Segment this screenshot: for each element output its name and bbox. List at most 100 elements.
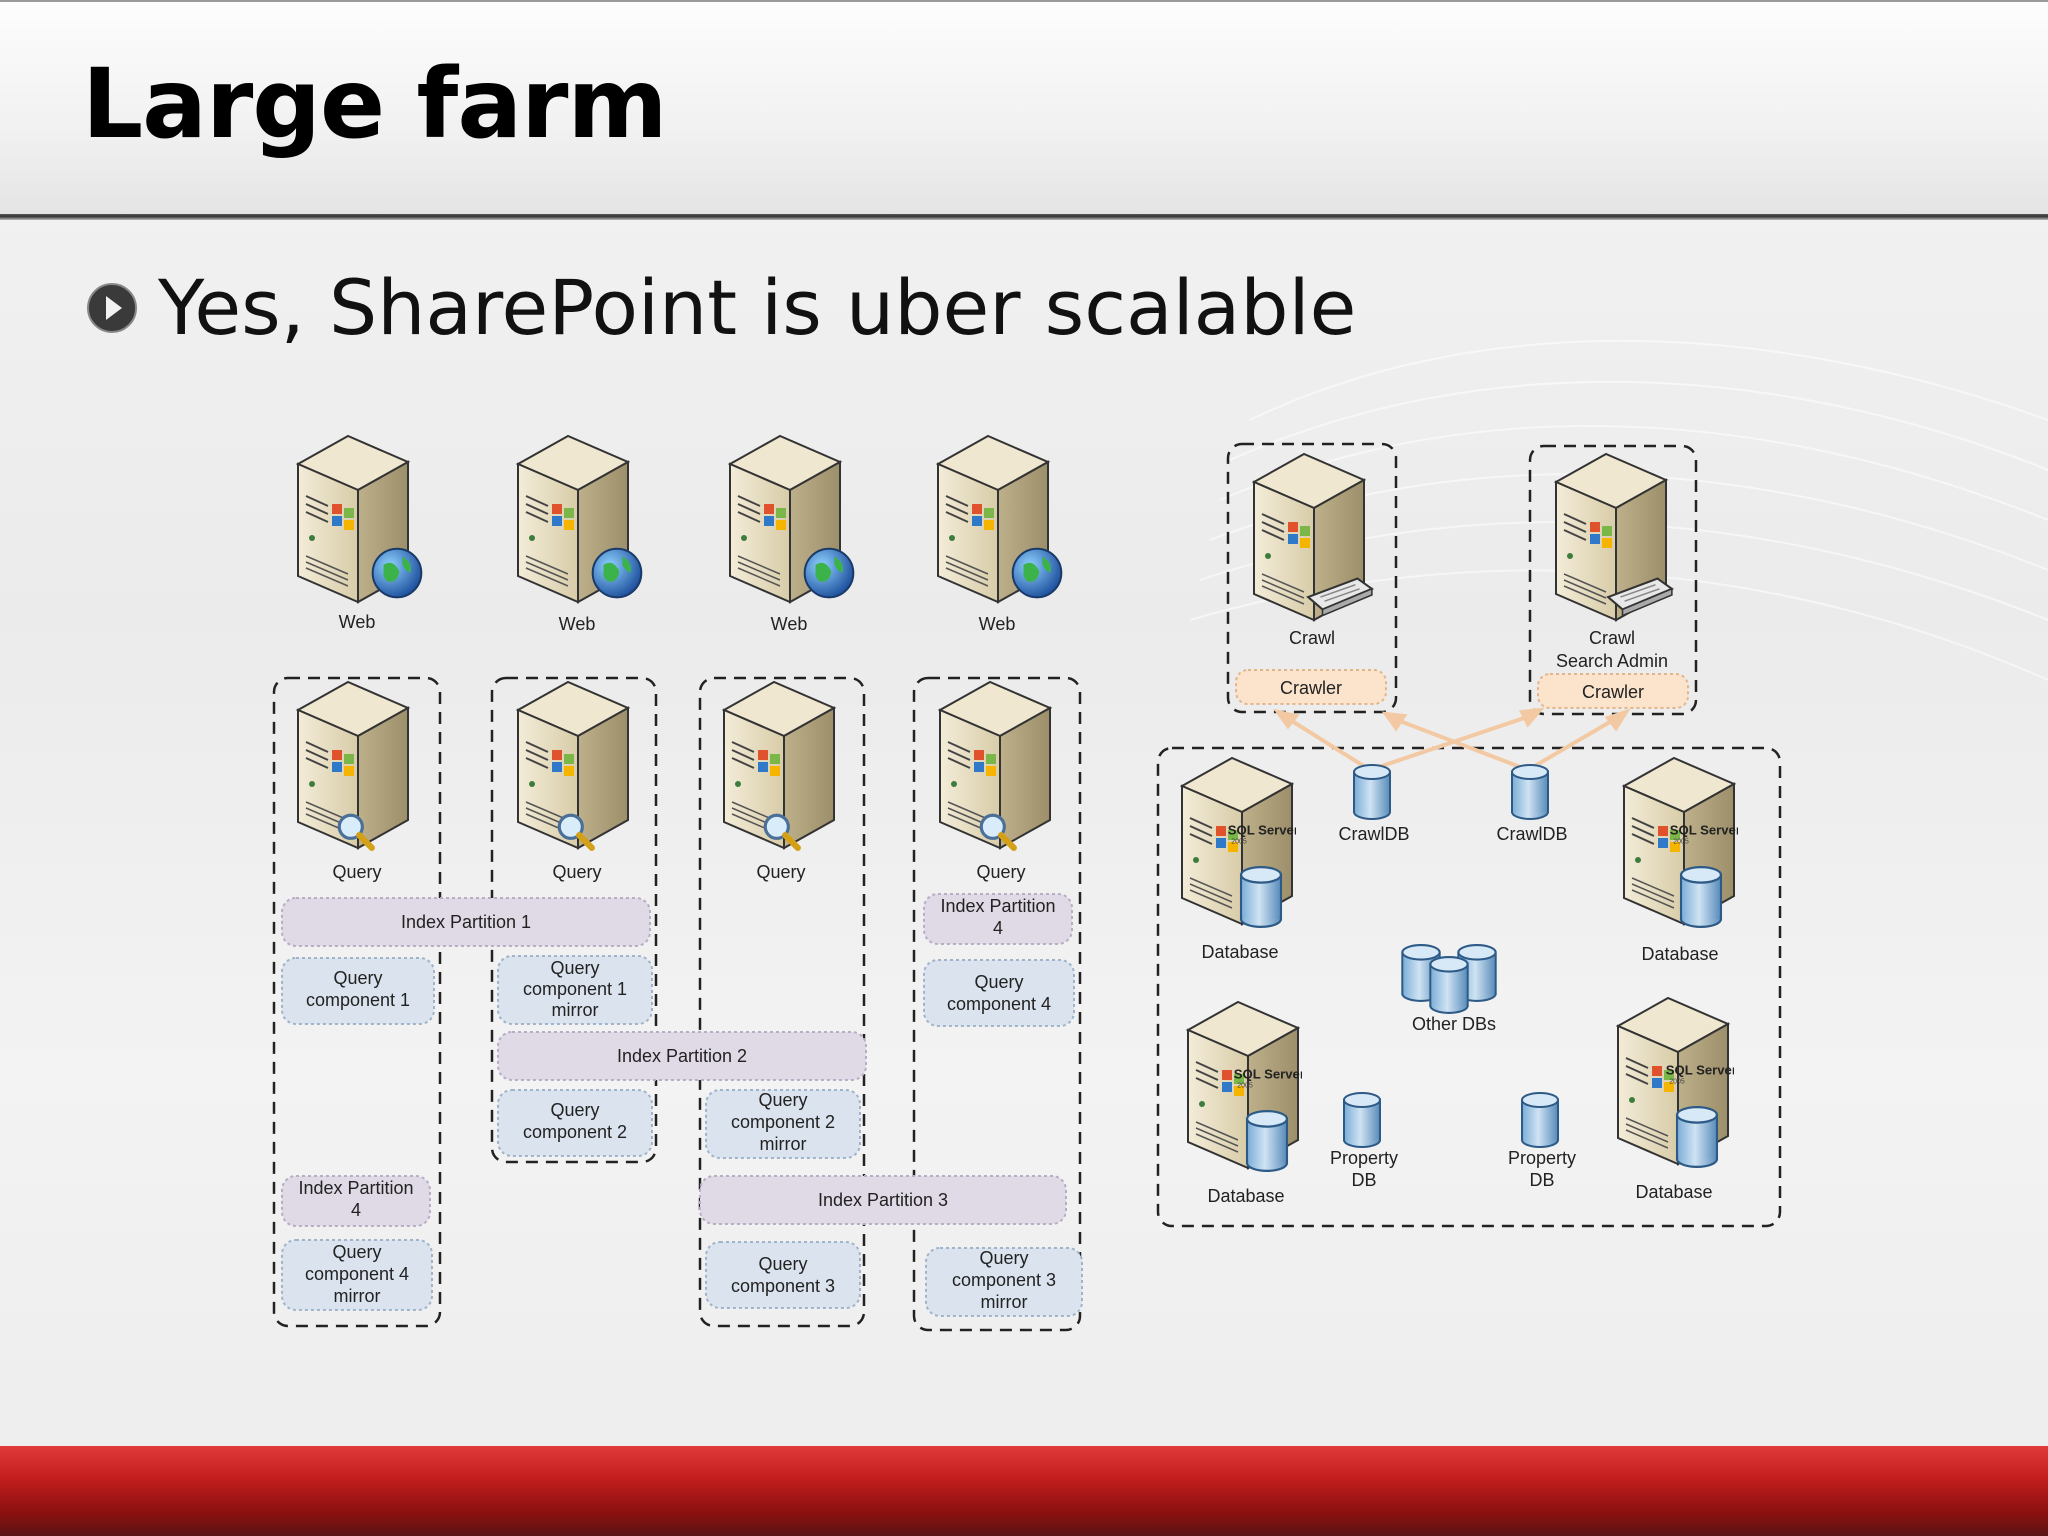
svg-text:Query: Query bbox=[332, 1242, 381, 1262]
index-partition-2 bbox=[497, 1031, 867, 1081]
query-group-4 bbox=[912, 676, 1082, 1332]
footer-bar bbox=[0, 1446, 2048, 1536]
svg-text:component 4: component 4 bbox=[305, 1264, 409, 1284]
globe-icon bbox=[803, 547, 855, 599]
svg-text:Database: Database bbox=[1635, 1182, 1712, 1202]
svg-text:component 3: component 3 bbox=[952, 1270, 1056, 1290]
database-icon bbox=[1343, 1092, 1381, 1148]
svg-text:CrawlDB: CrawlDB bbox=[1496, 824, 1567, 844]
svg-text:Database: Database bbox=[1641, 944, 1718, 964]
crawl-db-2: CrawlDB bbox=[1496, 764, 1568, 844]
web-label: Web bbox=[771, 614, 808, 634]
query-server-2: Query bbox=[517, 681, 629, 882]
query-component-1-mirror bbox=[497, 955, 653, 1025]
web-server-1: Web bbox=[297, 435, 423, 632]
database-icon bbox=[1239, 866, 1283, 928]
bullet-text: Yes, SharePoint is uber scalable bbox=[158, 263, 1357, 352]
index-partition-4-mirror bbox=[281, 1175, 431, 1227]
query-component-4-mirror bbox=[281, 1239, 433, 1311]
query-server-4: Query bbox=[939, 681, 1051, 882]
crawl-group-1 bbox=[1226, 442, 1398, 714]
svg-text:Crawler: Crawler bbox=[1280, 678, 1342, 698]
bullet-arrow-icon bbox=[87, 283, 137, 333]
svg-text:DB: DB bbox=[1529, 1170, 1554, 1190]
svg-text:Property: Property bbox=[1330, 1148, 1398, 1168]
query-component-3 bbox=[705, 1241, 861, 1309]
svg-text:mirror: mirror bbox=[981, 1292, 1028, 1312]
query-component-2 bbox=[497, 1089, 653, 1157]
database-group bbox=[1156, 746, 1782, 1228]
slide-header bbox=[0, 0, 2048, 216]
index-partition-3 bbox=[699, 1175, 1067, 1225]
svg-text:Query: Query bbox=[758, 1254, 807, 1274]
web-server-3: Web bbox=[729, 435, 855, 634]
query-component-3-mirror bbox=[925, 1247, 1083, 1317]
svg-text:mirror: mirror bbox=[334, 1286, 381, 1306]
svg-text:component 1: component 1 bbox=[306, 990, 410, 1010]
svg-text:component 3: component 3 bbox=[731, 1276, 835, 1296]
web-label: Web bbox=[979, 614, 1016, 634]
property-db-1: Property DB bbox=[1330, 1092, 1398, 1190]
index-partition-4-number: 4 bbox=[351, 1200, 361, 1220]
index-partition-2-label: Index Partition 2 bbox=[617, 1046, 747, 1066]
database-icon bbox=[1511, 764, 1549, 820]
svg-text:Crawl: Crawl bbox=[1589, 628, 1635, 648]
index-partition-1-label: Index Partition 1 bbox=[401, 912, 531, 932]
crawl-server-1: Crawl Crawler bbox=[1235, 453, 1387, 705]
crawl-server-2: Crawl Search Admin Crawler bbox=[1537, 453, 1689, 709]
svg-text:Crawl: Crawl bbox=[1289, 628, 1335, 648]
svg-text:Database: Database bbox=[1201, 942, 1278, 962]
svg-text:component 2: component 2 bbox=[523, 1122, 627, 1142]
svg-text:component 2: component 2 bbox=[731, 1112, 835, 1132]
index-partition-1 bbox=[281, 897, 651, 947]
query-component-1 bbox=[281, 957, 435, 1025]
database-icon bbox=[1521, 1092, 1559, 1148]
slide-title: Large farm bbox=[82, 48, 667, 160]
svg-text:Query: Query bbox=[550, 1100, 599, 1120]
globe-icon bbox=[371, 547, 423, 599]
svg-text:mirror: mirror bbox=[552, 1000, 599, 1020]
web-label: Web bbox=[339, 612, 376, 632]
globe-icon bbox=[1011, 547, 1063, 599]
web-label: Web bbox=[559, 614, 596, 634]
query-label: Query bbox=[552, 862, 601, 882]
index-partition-3-label: Index Partition 3 bbox=[818, 1190, 948, 1210]
crawler-role bbox=[1537, 673, 1689, 709]
database-icon bbox=[1353, 764, 1391, 820]
svg-text:Query: Query bbox=[974, 972, 1023, 992]
query-group-3 bbox=[698, 676, 866, 1328]
svg-text:component 1: component 1 bbox=[523, 979, 627, 999]
db-server-1: Database bbox=[1181, 757, 1296, 962]
svg-text:Query: Query bbox=[979, 1248, 1028, 1268]
header-divider bbox=[0, 214, 2048, 220]
svg-text:Query: Query bbox=[550, 958, 599, 978]
index-partition-4 bbox=[923, 893, 1073, 945]
svg-text:Crawler: Crawler bbox=[1582, 682, 1644, 702]
database-icon bbox=[1245, 1110, 1289, 1172]
crawl-arrows bbox=[1273, 707, 1631, 772]
property-db-2: Property DB bbox=[1508, 1092, 1576, 1190]
globe-icon bbox=[591, 547, 643, 599]
db-server-4: Database bbox=[1617, 997, 1734, 1202]
database-icon bbox=[1429, 956, 1469, 1014]
svg-text:Other DBs: Other DBs bbox=[1412, 1014, 1496, 1034]
query-component-2-mirror bbox=[705, 1089, 861, 1159]
web-server-4: Web bbox=[937, 435, 1063, 634]
farm-topology-diagram: SQL Server 2005 Web Web Web Web Query bbox=[272, 435, 1782, 1332]
svg-text:component 4: component 4 bbox=[947, 994, 1051, 1014]
crawler-role bbox=[1235, 669, 1387, 705]
database-icon bbox=[1675, 1106, 1719, 1168]
db-server-3: Database bbox=[1187, 1001, 1302, 1206]
crawl-group-2 bbox=[1528, 444, 1698, 716]
svg-text:Query: Query bbox=[333, 968, 382, 988]
crawl-db-1: CrawlDB bbox=[1338, 764, 1410, 844]
svg-text:Database: Database bbox=[1207, 1186, 1284, 1206]
index-partition-4-number: 4 bbox=[993, 918, 1003, 938]
db-server-2: Database bbox=[1623, 757, 1738, 964]
query-label: Query bbox=[332, 862, 381, 882]
svg-text:Property: Property bbox=[1508, 1148, 1576, 1168]
svg-text:Query: Query bbox=[758, 1090, 807, 1110]
query-server-3: Query bbox=[723, 681, 835, 882]
query-server-1: Query bbox=[297, 681, 409, 882]
other-dbs: Other DBs bbox=[1401, 944, 1497, 1034]
